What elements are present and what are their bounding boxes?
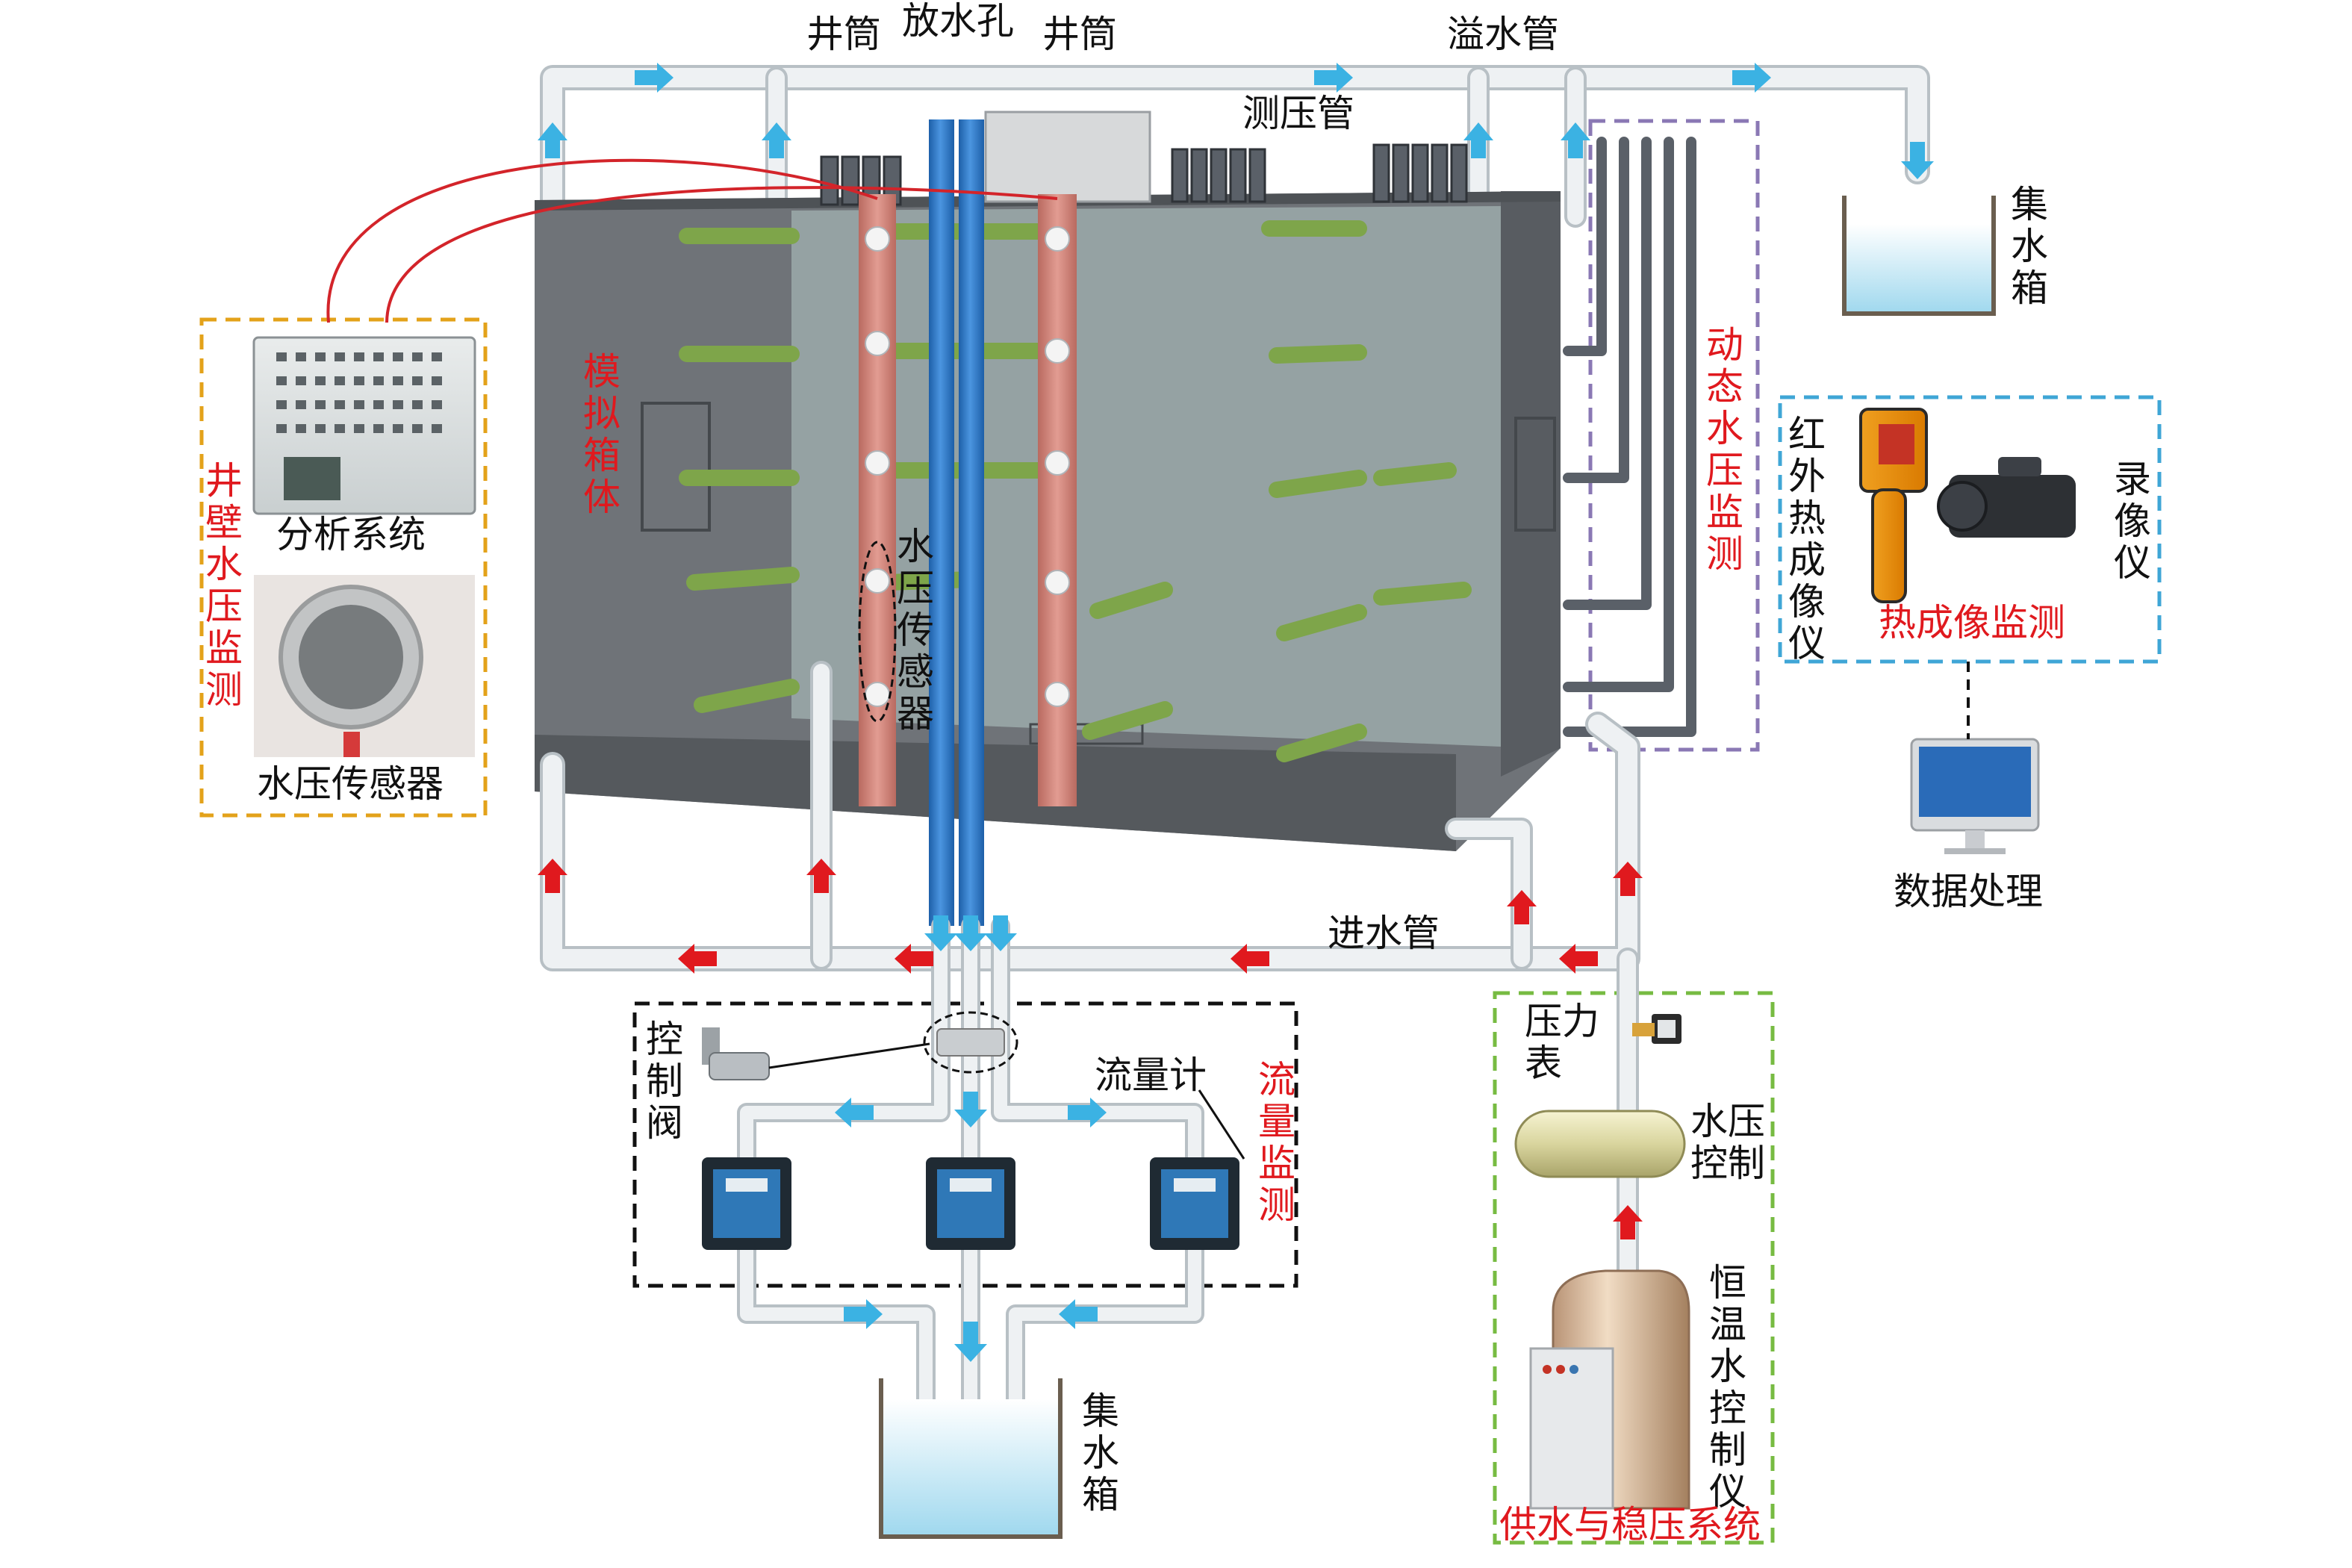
label-video-recorder: 录像仪 <box>2114 458 2151 585</box>
sensor-dots <box>865 226 1070 707</box>
label-collect-tank-top: 集水箱 <box>2011 183 2048 310</box>
control-valve-icon <box>702 1027 1005 1080</box>
arrow-icon <box>538 859 1643 1239</box>
shaft-tube-icon <box>1038 194 1077 806</box>
label-dynamic-pressure: 动态水压监测 <box>1706 323 1743 576</box>
valve-leader <box>768 1042 930 1069</box>
label-piezometer: 测压管 <box>1242 92 1354 135</box>
dynamic-pressure-box <box>1588 119 1760 752</box>
label-data-processing: 数据处理 <box>1894 870 2043 913</box>
label-flow-monitor: 流量监测 <box>1258 1058 1295 1227</box>
flow-meter-icon <box>926 1157 1015 1250</box>
valve-group-ellipse <box>923 1011 1018 1074</box>
thermal-monitor-box <box>1778 395 2162 664</box>
video-camera-icon <box>1937 457 2076 538</box>
well-wall-monitor-box <box>199 317 488 818</box>
arrow-icon <box>538 63 1934 1362</box>
flow-meter-icon <box>1150 1157 1239 1250</box>
flow-meter-icon <box>702 1157 791 1250</box>
label-shaft-right: 井筒 <box>1042 13 1117 56</box>
label-simulation-box: 模拟箱体 <box>583 350 620 519</box>
water-tank-icon <box>879 1378 1063 1539</box>
label-sensor-tank: 水压传感器 <box>897 525 934 735</box>
pressure-sensor-icon <box>254 575 475 757</box>
drain-tube-icon <box>929 119 954 926</box>
water-tank-icon <box>1842 196 1996 316</box>
pressure-tank-icon <box>1514 1110 1686 1178</box>
label-thermal-monitor: 热成像监测 <box>1879 601 2065 644</box>
thermal-camera-icon <box>1859 408 1928 603</box>
water-heater-icon <box>1529 1269 1690 1510</box>
data-logger-icon <box>252 336 476 515</box>
sensor-ellipse <box>858 541 897 723</box>
sensor-cables <box>326 158 1058 323</box>
label-flow-meter: 流量计 <box>1095 1054 1207 1097</box>
label-control-valve: 控制阀 <box>646 1018 683 1145</box>
shaft-tube-icon <box>859 194 896 806</box>
pressure-gauge-icon <box>1632 1014 1681 1044</box>
side-piezometer-tubes <box>1563 137 1696 737</box>
label-pressure-control: 水压控制 <box>1690 1100 1765 1185</box>
label-pressure-gauge: 压力表 <box>1525 1000 1599 1085</box>
label-supply-system: 供水与稳压系统 <box>1499 1503 1761 1546</box>
flow-meter-leader <box>1198 1089 1245 1160</box>
label-inlet-pipe: 进水管 <box>1328 912 1440 955</box>
label-shaft-left: 井筒 <box>806 13 881 56</box>
piezometer-icon <box>820 143 1468 206</box>
label-well-wall-monitor: 井壁水压监测 <box>205 459 243 712</box>
label-drain-hole: 放水孔 <box>902 0 1014 43</box>
drain-tube-icon <box>959 119 984 926</box>
label-thermal-camera: 红外热成像仪 <box>1788 413 1826 665</box>
label-sensor-photo: 水压传感器 <box>257 762 444 806</box>
computer-monitor-icon <box>1910 738 2040 854</box>
label-constant-temp: 恒温水控制仪 <box>1709 1261 1746 1513</box>
label-collect-tank-bottom: 集水箱 <box>1082 1390 1119 1516</box>
supply-system-box <box>1493 991 1775 1545</box>
label-analysis-system: 分析系统 <box>276 513 426 556</box>
label-overflow-pipe: 溢水管 <box>1447 13 1559 56</box>
